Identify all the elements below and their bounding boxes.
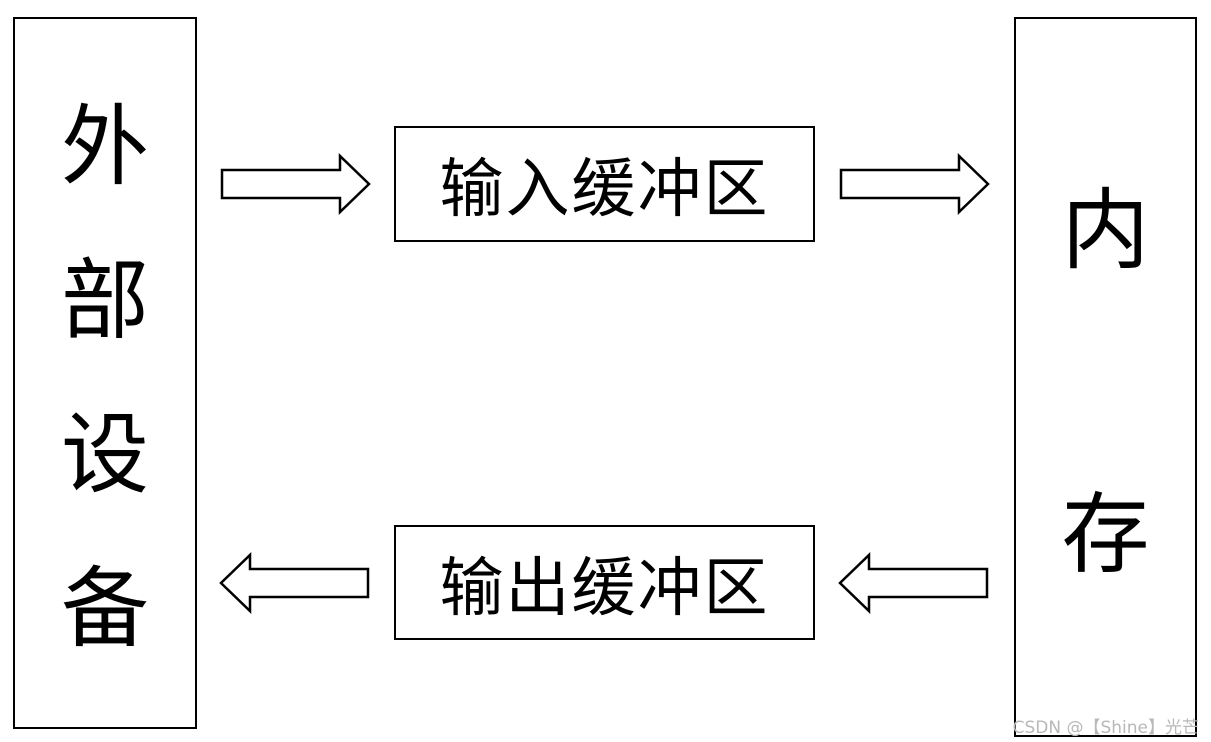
- external-device-box: 外 部 设 备: [13, 17, 197, 729]
- input-buffer-box: 输入缓冲区: [394, 126, 815, 242]
- external-device-char-2: 部: [60, 249, 149, 352]
- input-buffer-label: 输入缓冲区: [439, 153, 770, 227]
- arrow-left-icon: [219, 552, 370, 614]
- memory-char-1: 内: [1061, 179, 1150, 282]
- arrow-right-icon: [839, 153, 990, 215]
- memory-box: 内 存: [1014, 17, 1197, 737]
- watermark-text: CSDN @【Shine】光芒: [1012, 718, 1199, 738]
- external-device-char-1: 外: [60, 95, 149, 198]
- output-buffer-label: 输出缓冲区: [439, 551, 770, 626]
- external-device-char-3: 设: [60, 403, 149, 506]
- memory-char-2: 存: [1061, 483, 1150, 586]
- output-buffer-box: 输出缓冲区: [394, 525, 815, 640]
- arrow-right-icon: [220, 153, 371, 215]
- external-device-char-4: 备: [60, 557, 149, 660]
- arrow-left-icon: [838, 552, 989, 614]
